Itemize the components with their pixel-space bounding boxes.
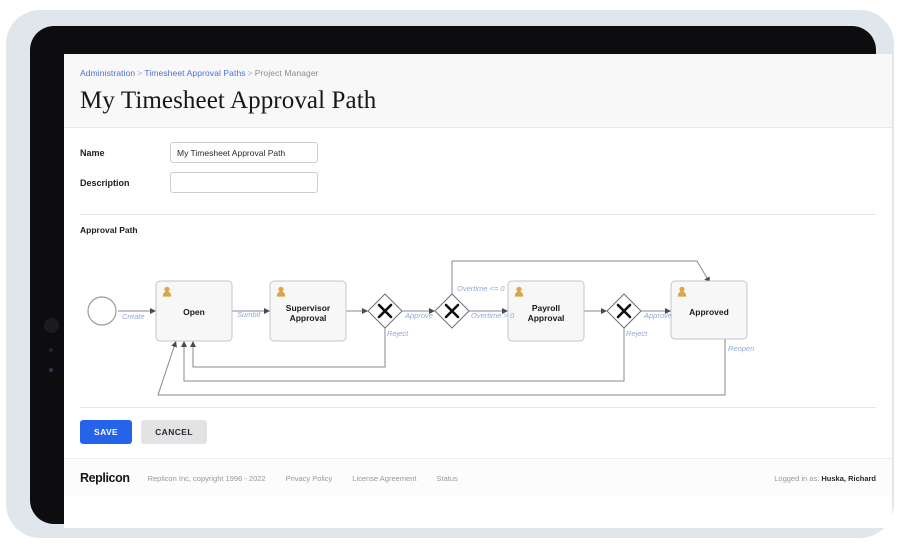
footer-link-status[interactable]: Status [436, 473, 458, 483]
edge-label-reject-supervisor: Reject [387, 329, 409, 338]
breadcrumb-item-timesheet-approval-paths[interactable]: Timesheet Approval Paths [144, 68, 246, 78]
edge-label-reopen: Reopen [728, 344, 754, 353]
edge-label-create: Create [122, 312, 145, 321]
speaker-grille-icon [44, 318, 59, 333]
node-gateway-supervisor[interactable] [367, 293, 403, 329]
node-start-event[interactable] [87, 296, 117, 326]
node-label: Payroll [532, 303, 560, 313]
node-approved[interactable]: Approved [670, 280, 748, 340]
breadcrumb-item-administration[interactable]: Administration [80, 68, 136, 78]
page-header: Administration>Timesheet Approval Paths>… [64, 54, 892, 128]
approval-path-section: Approval Path [64, 215, 892, 399]
node-label: Approval [290, 313, 327, 323]
edge-label-overtime-lte-zero: Overtime <= 0 [457, 284, 505, 293]
page-title: My Timesheet Approval Path [80, 87, 377, 114]
breadcrumb: Administration>Timesheet Approval Paths>… [80, 68, 876, 78]
description-label: Description [80, 177, 130, 188]
edge-label-approve-supervisor: Approve [404, 311, 433, 320]
logged-in-status: Logged in as: Huska, Richard [774, 474, 876, 483]
save-button[interactable]: SAVE [80, 420, 133, 444]
node-gateway-payroll[interactable] [606, 293, 642, 329]
node-label: Approval [528, 313, 565, 323]
camera-dot-icon [49, 368, 53, 372]
footer-link-privacy-policy[interactable]: Privacy Policy [285, 473, 333, 483]
node-label: Open [183, 307, 205, 317]
logged-in-prefix: Logged in as: [774, 473, 820, 483]
breadcrumb-separator: > [247, 68, 253, 78]
action-bar: SAVE CANCEL [64, 408, 892, 458]
node-supervisor-approval[interactable]: Supervisor Approval [269, 280, 347, 342]
breadcrumb-separator: > [137, 68, 143, 78]
approval-path-diagram[interactable]: Open Supervisor Approval [80, 239, 876, 399]
edge-label-overtime-gt-zero: Overtime > 0 [471, 311, 515, 320]
tablet-frame: Administration>Timesheet Approval Paths>… [6, 10, 894, 538]
node-label: Supervisor [286, 303, 331, 313]
cancel-button[interactable]: CANCEL [141, 420, 207, 444]
logged-in-user: Huska, Richard [821, 473, 876, 483]
breadcrumb-item-project-manager: Project Manager [254, 68, 319, 78]
edge-label-reject-payroll: Reject [626, 329, 648, 338]
tablet-screen: Administration>Timesheet Approval Paths>… [64, 54, 892, 528]
edge-label-approve-payroll: Approve [643, 311, 672, 320]
form-row-name: Name [80, 142, 876, 163]
description-input[interactable] [170, 172, 318, 193]
sensor-dot-icon [49, 348, 53, 352]
node-gateway-overtime[interactable] [434, 293, 470, 329]
name-input[interactable] [170, 142, 318, 163]
node-payroll-approval[interactable]: Payroll Approval [507, 280, 585, 342]
tablet-bezel: Administration>Timesheet Approval Paths>… [30, 26, 892, 528]
footer-link-license-agreement[interactable]: License Agreement [352, 473, 417, 483]
approval-path-label: Approval Path [80, 225, 138, 235]
copyright-text: Replicon Inc, copyright 1996 - 2022 [147, 473, 266, 483]
form-divider [80, 214, 876, 215]
name-label: Name [80, 147, 105, 158]
node-open[interactable]: Open [155, 280, 233, 342]
diagram-divider [80, 407, 876, 408]
page-footer: Replicon Replicon Inc, copyright 1996 - … [64, 458, 892, 497]
bpmn-canvas[interactable]: Open Supervisor Approval [80, 239, 876, 399]
edge-label-submit: Sumbit [237, 310, 261, 319]
node-label: Approved [689, 307, 729, 317]
form-row-description: Description [80, 172, 876, 193]
form-area: Name Description [64, 128, 892, 206]
replicon-logo: Replicon [80, 471, 130, 485]
